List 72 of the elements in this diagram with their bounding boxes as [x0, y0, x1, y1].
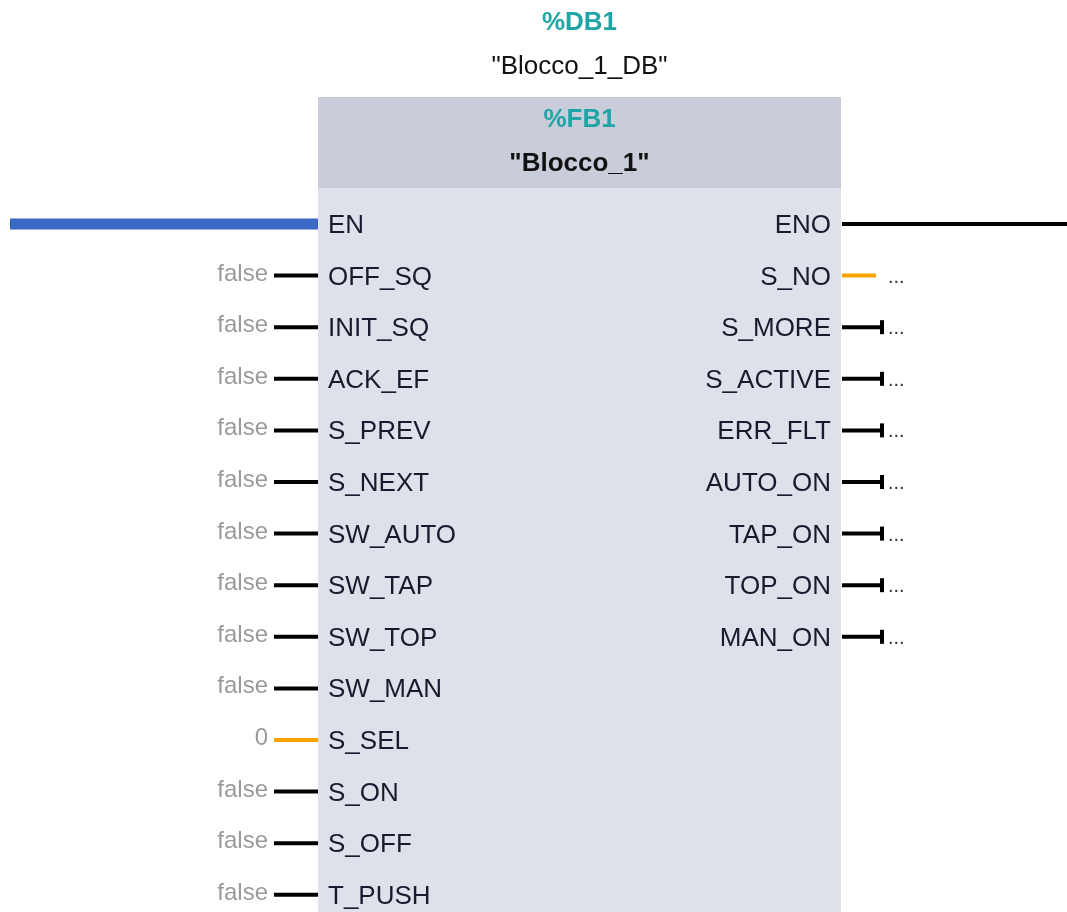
input-value: false: [217, 359, 268, 392]
wire: [274, 376, 318, 381]
output-pin-label: ERR_FLT: [717, 414, 841, 447]
wire: [274, 583, 318, 588]
wire: [842, 273, 876, 278]
input-pin-label: SW_MAN: [318, 672, 443, 705]
output-pin-label: ENO: [774, 208, 841, 240]
unconnected-marker: ...: [888, 362, 905, 395]
output-pin-label: TAP_ON: [728, 517, 841, 550]
wire: [842, 318, 884, 337]
wire: [274, 428, 318, 433]
output-pin-label: S_ACTIVE: [705, 362, 841, 395]
input-value: false: [217, 411, 268, 444]
input-pin-label: S_OFF: [318, 827, 412, 860]
output-pin-label: AUTO_ON: [705, 466, 841, 498]
input-value: false: [217, 256, 268, 289]
wire: [274, 892, 318, 897]
input-pin-label: INIT_SQ: [318, 311, 430, 344]
input-value: false: [217, 772, 268, 805]
wire: [842, 627, 884, 646]
input-value: false: [217, 514, 268, 547]
output-pin-label: TOP_ON: [724, 569, 841, 602]
wire: [842, 473, 884, 491]
function-block: [318, 97, 841, 912]
wire: [842, 222, 1067, 226]
input-value: false: [217, 566, 268, 599]
input-value: 0: [254, 721, 268, 753]
input-pin-label: ACK_EF: [318, 362, 430, 395]
input-pin-label: S_PREV: [318, 414, 431, 447]
output-pin-label: MAN_ON: [719, 620, 841, 653]
input-value: false: [217, 617, 268, 650]
wire: [274, 480, 318, 484]
wire: [274, 686, 318, 691]
input-pin-label: SW_TAP: [318, 569, 433, 602]
wire: [274, 325, 318, 330]
instance-db-name: "Blocco_1_DB": [490, 49, 669, 82]
wire: [274, 531, 318, 536]
input-pin-label: S_SEL: [318, 724, 409, 756]
input-value: false: [217, 308, 268, 341]
input-value: false: [217, 669, 268, 702]
unconnected-marker: ...: [888, 259, 905, 292]
wire: [842, 524, 884, 543]
wire: [274, 841, 318, 846]
wire: [842, 576, 884, 595]
wire: [842, 421, 884, 440]
block-name: "Blocco_1": [508, 146, 651, 179]
wire: [274, 273, 318, 278]
output-pin-label: S_MORE: [721, 311, 841, 344]
wire: [274, 634, 318, 639]
input-pin-label: SW_AUTO: [318, 517, 457, 550]
output-pin-label: S_NO: [760, 259, 841, 292]
wire: [274, 789, 318, 794]
unconnected-marker: ...: [888, 466, 905, 498]
wire: [274, 738, 318, 742]
block-address: %FB1: [542, 102, 617, 135]
input-pin-label: T_PUSH: [318, 878, 431, 911]
unconnected-marker: ...: [888, 569, 905, 602]
input-value: false: [217, 824, 268, 857]
input-pin-label: OFF_SQ: [318, 259, 432, 292]
wire: [10, 218, 318, 230]
unconnected-marker: ...: [888, 517, 905, 550]
input-pin-label: S_ON: [318, 775, 399, 808]
input-pin-label: S_NEXT: [318, 466, 430, 498]
unconnected-marker: ...: [888, 620, 905, 653]
input-value: false: [217, 875, 268, 908]
unconnected-marker: ...: [888, 311, 905, 344]
instance-db-address: %DB1: [540, 5, 619, 38]
input-pin-label: SW_TOP: [318, 620, 438, 653]
input-value: false: [217, 463, 268, 495]
input-pin-label: EN: [318, 208, 365, 240]
wire: [842, 369, 884, 388]
unconnected-marker: ...: [888, 414, 905, 447]
